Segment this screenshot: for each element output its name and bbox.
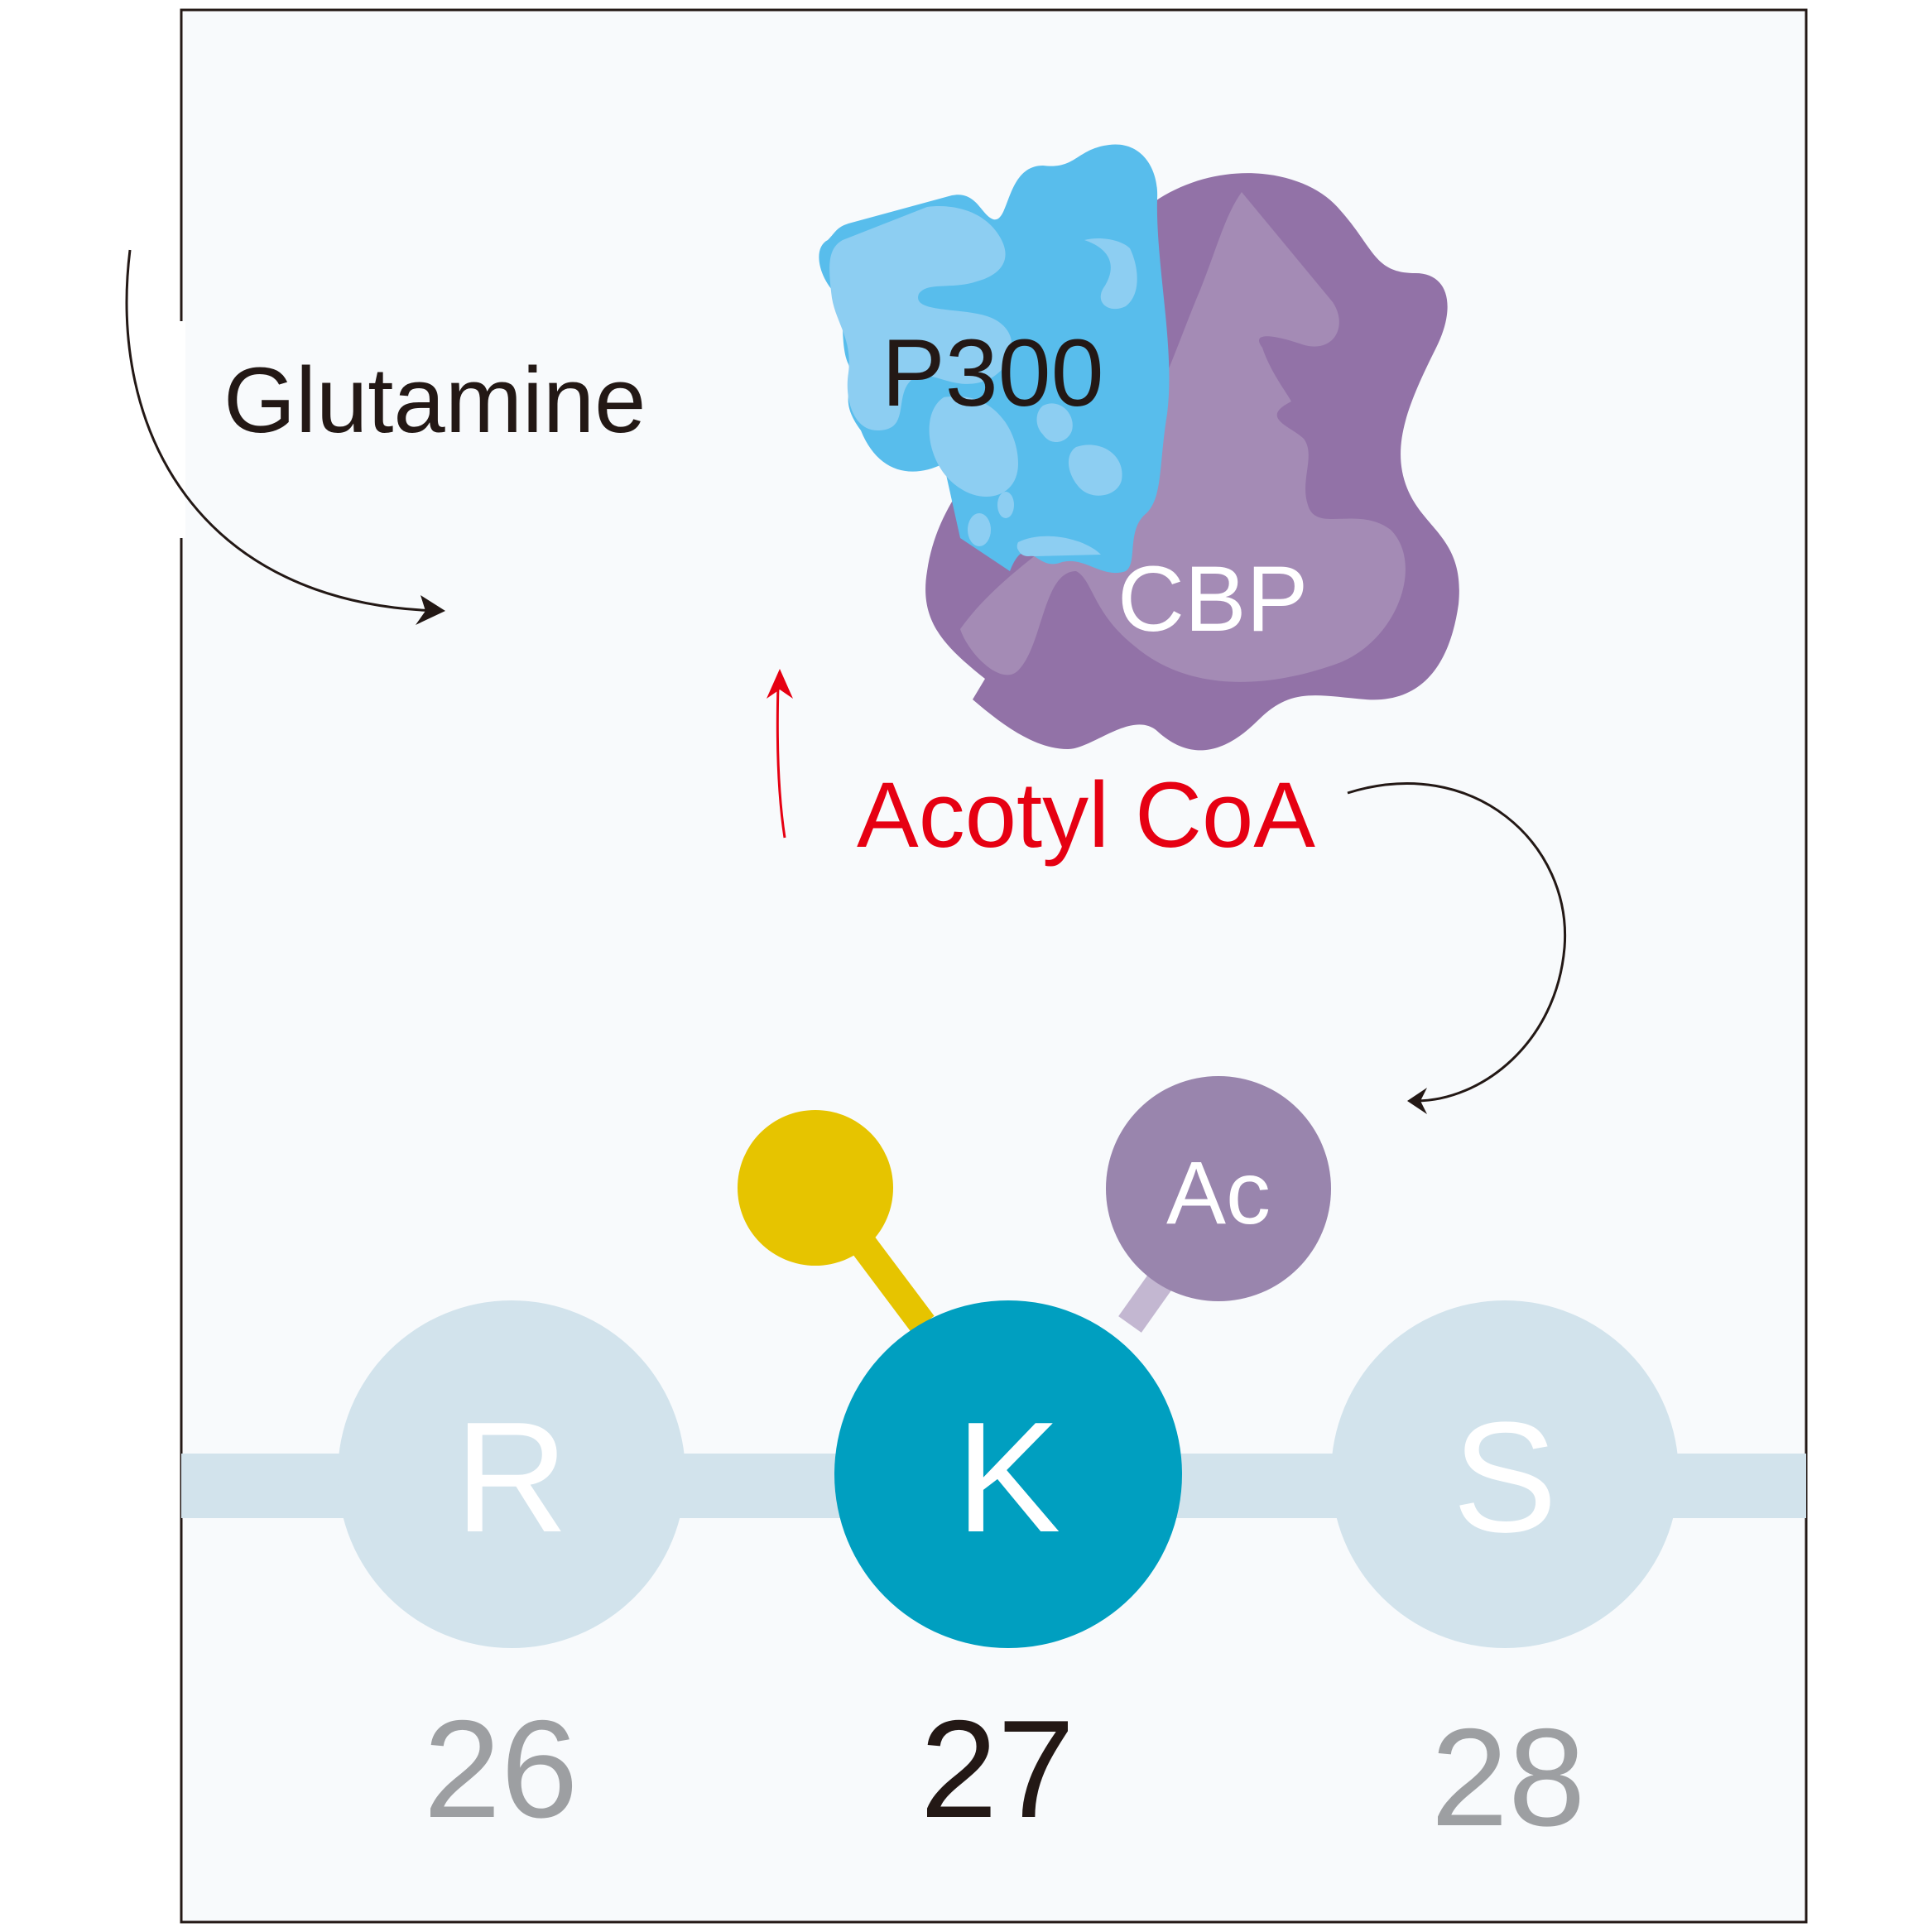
p300-light-patch-5 (1036, 403, 1073, 443)
panel-border-gap (177, 321, 185, 538)
residue-27-number: 27 (920, 1691, 1075, 1847)
residue-s-circle (1331, 1300, 1679, 1648)
cbp-label: CBP (1117, 547, 1308, 651)
p300-light-patch-4 (1068, 445, 1122, 496)
acetyl-coa-label: Acotyl CoA (857, 763, 1315, 867)
residue-28-number: 28 (1431, 1699, 1586, 1855)
acetyl-transfer-arrowhead (1407, 1088, 1427, 1114)
acetyl-coa-up-arrowhead (767, 669, 793, 699)
glutamine-label: Glutamine (223, 348, 646, 452)
acetyl-ball (1106, 1076, 1331, 1301)
p300-label: P300 (882, 320, 1104, 426)
glutamine-arrow (125, 249, 440, 613)
glutamine-arrowhead (416, 595, 445, 625)
p300-protein (819, 144, 1170, 574)
p300-light-spot-3 (1018, 540, 1038, 556)
residue-k-letter: K (956, 1390, 1061, 1565)
p300-light-patch-2 (929, 396, 1018, 497)
p300-light-patch (829, 206, 1012, 431)
acetyl-ball-label: Ac (1166, 1142, 1271, 1242)
p300-light-spot-2 (997, 492, 1014, 518)
p300-light-spot (968, 513, 991, 546)
residue-k-circle (834, 1300, 1182, 1648)
acetyl-coa-up-arrow (776, 685, 786, 839)
p300-light-patch-3 (1084, 238, 1137, 310)
residue-26-number: 26 (424, 1691, 579, 1847)
p300-light-patch-6 (1016, 536, 1101, 556)
acetyl-transfer-arrow (1347, 782, 1567, 1103)
residue-r-letter: R (454, 1390, 568, 1565)
yellow-modification-ball (738, 1110, 893, 1266)
residue-r-circle (338, 1300, 685, 1648)
residue-s-letter: S (1453, 1390, 1558, 1565)
